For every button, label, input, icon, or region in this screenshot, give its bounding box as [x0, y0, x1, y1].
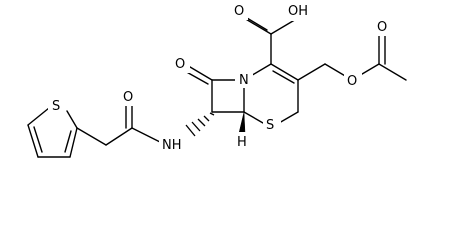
bond-c2-c3-double — [272, 70, 295, 84]
label-thiophene-s: S — [52, 99, 60, 114]
label-stereo-h: H — [237, 135, 247, 150]
bond-th-c5-c4 — [27, 124, 39, 158]
atom-labels: OH O O N O O S NH O S H — [48, 1, 391, 153]
bond-th-c3-c2 — [69, 127, 78, 158]
hashed-wedge-nh — [185, 112, 215, 137]
bond-th-s-c5 — [27, 107, 50, 126]
bond-th-c5-c4-double — [33, 126, 43, 153]
label-carboxyl-o: O — [234, 4, 244, 19]
label-carboxyl-oh: OH — [288, 4, 308, 19]
bond-c4-s — [278, 111, 299, 124]
chemical-structure: OH O O N O O S NH O S H — [27, 1, 407, 158]
bond-th-c3-c2-double — [64, 130, 72, 153]
label-ring-n: N — [239, 73, 249, 88]
bond-nh-co — [131, 127, 161, 143]
bond-acyl-ch3 — [378, 63, 407, 81]
label-ester-o-link: O — [347, 74, 357, 89]
bond-s-c6 — [243, 111, 264, 124]
label-amide-o: O — [123, 90, 133, 105]
bond-cooh-o — [243, 17, 272, 35]
bond-c2-c3 — [270, 63, 299, 81]
bond-cooh-o-double — [246, 17, 268, 31]
bond-th-c2-s — [66, 110, 78, 129]
label-nh: NH — [162, 138, 182, 153]
label-ring-s: S — [266, 118, 274, 133]
label-ester-o-carbonyl: O — [377, 20, 387, 35]
label-beta-lactam-o: O — [175, 57, 185, 72]
bond-co-ch2 — [105, 127, 133, 146]
solid-wedge-h — [238, 111, 246, 134]
bond-c3-ch2 — [297, 63, 326, 81]
bond-ch2-thiophene — [76, 127, 107, 146]
